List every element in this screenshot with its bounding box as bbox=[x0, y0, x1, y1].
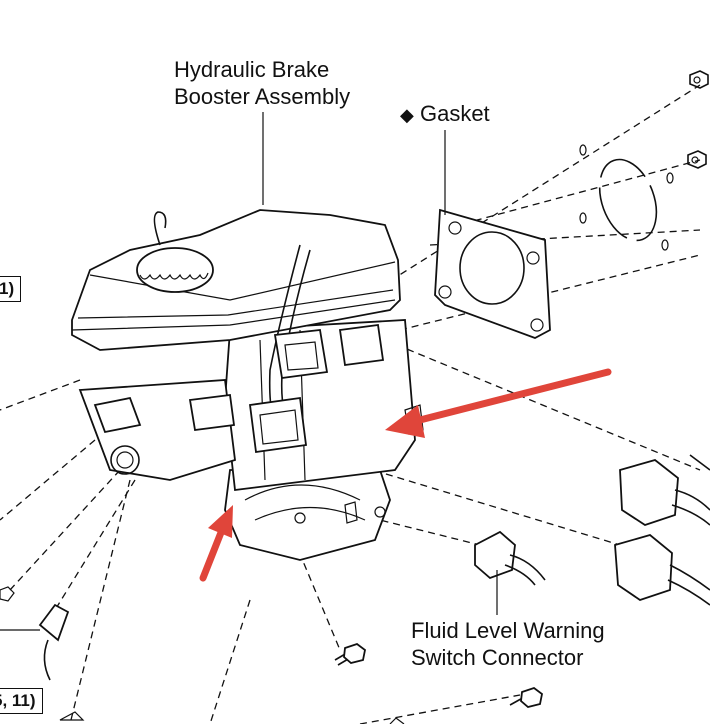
ref-box-left-upper: 1) bbox=[0, 276, 22, 302]
upper-bolts bbox=[579, 70, 709, 251]
fluid-label-line1: Fluid Level Warning bbox=[411, 618, 605, 643]
fluid-label-line2: Switch Connector bbox=[411, 645, 584, 670]
arrow-lower-head bbox=[208, 505, 233, 538]
booster-label-line2: Booster Assembly bbox=[174, 84, 351, 109]
gasket-text: Gasket bbox=[419, 101, 490, 126]
gasket-part bbox=[434, 208, 551, 339]
gasket-marker-icon: ◆ bbox=[400, 105, 414, 125]
booster-label-line1: Hydraulic Brake bbox=[174, 57, 330, 82]
booster-assembly bbox=[71, 209, 424, 561]
arrow-upper-head bbox=[385, 405, 425, 438]
gasket-label: ◆ Gasket bbox=[400, 100, 490, 129]
guide-lines bbox=[0, 84, 701, 724]
arrow-upper bbox=[416, 368, 612, 424]
o-ring bbox=[598, 158, 658, 242]
red-arrows bbox=[199, 368, 612, 582]
left-parts bbox=[0, 586, 85, 721]
lower-bolts bbox=[334, 642, 543, 724]
right-connectors bbox=[614, 454, 710, 606]
ref-box-left-lower: 5, 11) bbox=[0, 688, 43, 714]
fluid-switch-connector-part bbox=[474, 530, 546, 586]
leader-lines bbox=[262, 112, 498, 615]
arrow-lower bbox=[199, 526, 226, 582]
